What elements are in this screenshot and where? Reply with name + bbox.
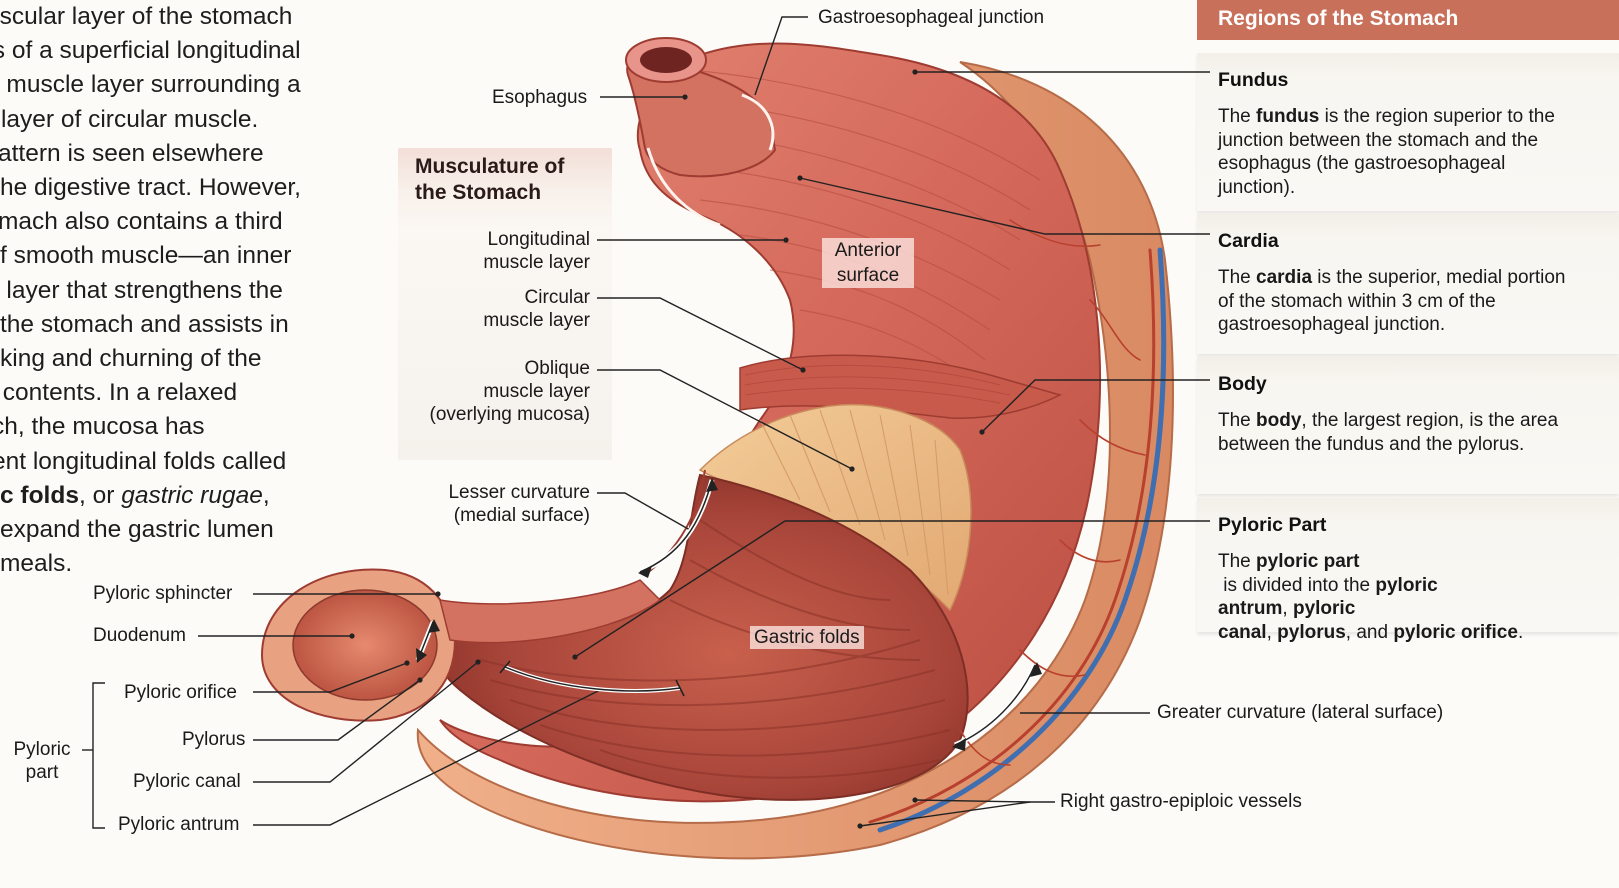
label-pyloric-antrum: Pyloric antrum	[118, 813, 239, 836]
label-esophagus: Esophagus	[492, 86, 587, 109]
label-anterior-surface: Anterior surface	[822, 238, 914, 288]
label-line: surface	[822, 263, 914, 288]
label-gastroesophageal-junction: Gastroesophageal junction	[818, 6, 1044, 29]
label-pylorus: Pylorus	[182, 728, 245, 751]
label-longitudinal-muscle: Longitudinal muscle layer	[430, 228, 590, 274]
leader-lesser-curvature	[597, 493, 690, 530]
pyloric-part-bracket	[93, 683, 105, 828]
label-lesser-curvature: Lesser curvature (medial surface)	[410, 481, 590, 527]
label-duodenum: Duodenum	[93, 624, 186, 647]
label-oblique-muscle: Oblique muscle layer (overlying mucosa)	[400, 357, 590, 426]
label-line: Pyloric	[4, 738, 80, 761]
label-line: muscle layer	[430, 309, 590, 332]
label-line: muscle layer	[400, 380, 590, 403]
esophagus-lumen	[640, 47, 692, 73]
label-line: Anterior	[822, 238, 914, 263]
label-line: Lesser curvature	[410, 481, 590, 504]
label-pyloric-orifice: Pyloric orifice	[124, 681, 237, 704]
label-gastric-folds: Gastric folds	[750, 626, 864, 649]
label-greater-curvature: Greater curvature (lateral surface)	[1157, 701, 1443, 724]
label-line: part	[4, 761, 80, 784]
label-line: (medial surface)	[410, 504, 590, 527]
label-line: Oblique	[400, 357, 590, 380]
label-pyloric-part-bracket: Pyloric part	[4, 738, 80, 784]
label-gastro-epiploic-vessels: Right gastro-epiploic vessels	[1060, 790, 1302, 813]
leader-circular	[597, 298, 803, 370]
label-line: (overlying mucosa)	[400, 403, 590, 426]
label-pyloric-sphincter: Pyloric sphincter	[93, 582, 232, 605]
label-line: muscle layer	[430, 251, 590, 274]
label-line: Gastric folds	[750, 626, 864, 649]
label-line: Circular	[430, 286, 590, 309]
label-line: Longitudinal	[430, 228, 590, 251]
label-pyloric-canal: Pyloric canal	[133, 770, 241, 793]
label-circular-muscle: Circular muscle layer	[430, 286, 590, 332]
